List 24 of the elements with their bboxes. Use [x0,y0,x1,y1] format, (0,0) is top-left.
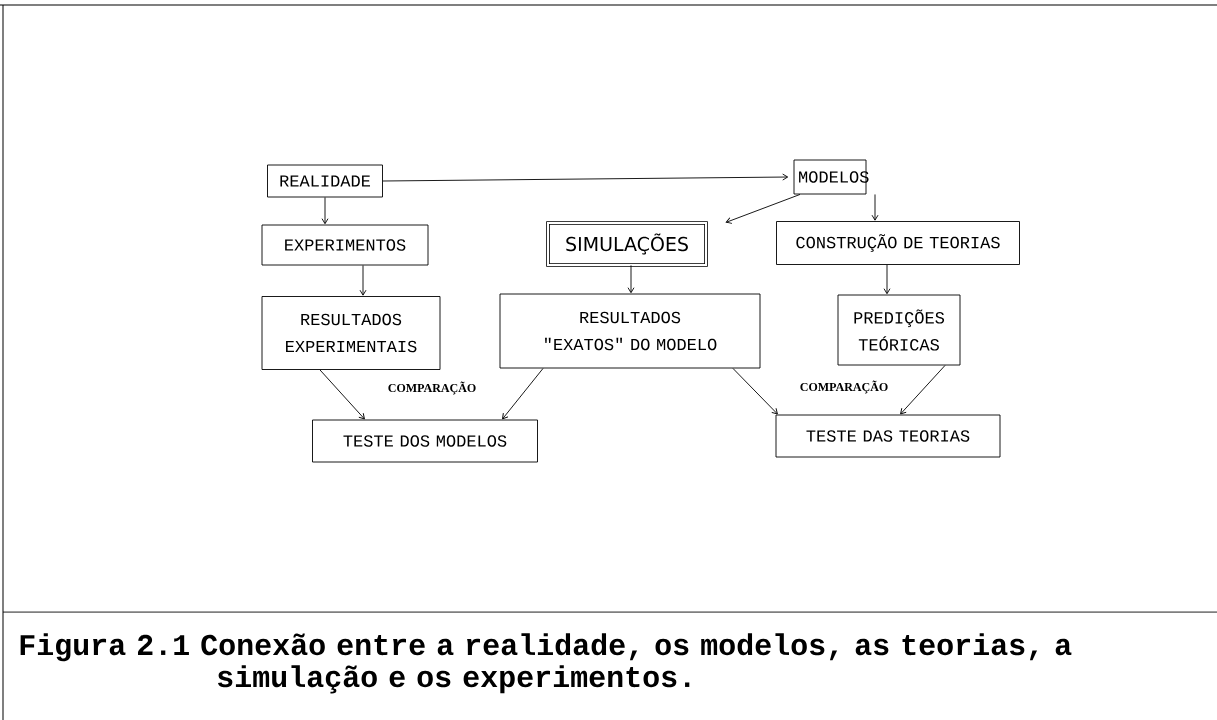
process-box: MODELOS [793,159,869,195]
arrow [359,265,367,296]
arrow [502,368,544,420]
arrow [382,173,789,182]
simulation-box: SIMULAÇÕES [546,221,708,267]
arrow [883,264,891,295]
process-box: CONSTRUÇÃO DE TEORIAS [776,221,1020,265]
comparison-label: COMPARAÇÃO [388,381,476,395]
arrow [319,369,365,420]
arrow [321,197,329,225]
comparison-label: COMPARAÇÃO [800,380,888,394]
process-box: EXPERIMENTOS [261,224,429,266]
arrow [871,194,879,221]
arrow [732,368,778,415]
process-box: RESULTADOS "EXATOS" DO MODELO [499,293,761,369]
process-box: RESULTADOS EXPERIMENTAIS [261,296,441,370]
process-box: PREDIÇÕES TEÓRICAS [837,294,961,366]
process-box: TESTE DAS TEORIAS [775,414,1001,458]
arrow [627,264,635,294]
arrow [900,365,946,415]
process-box: TESTE DOS MODELOS [312,419,538,463]
process-box: REALIDADE [267,164,383,198]
figure-caption: Figura 2.1 Conexão entre a realidade, os modelos, as teorias, a simulação e os experimentos. [20,633,1072,694]
arrow [725,194,801,224]
